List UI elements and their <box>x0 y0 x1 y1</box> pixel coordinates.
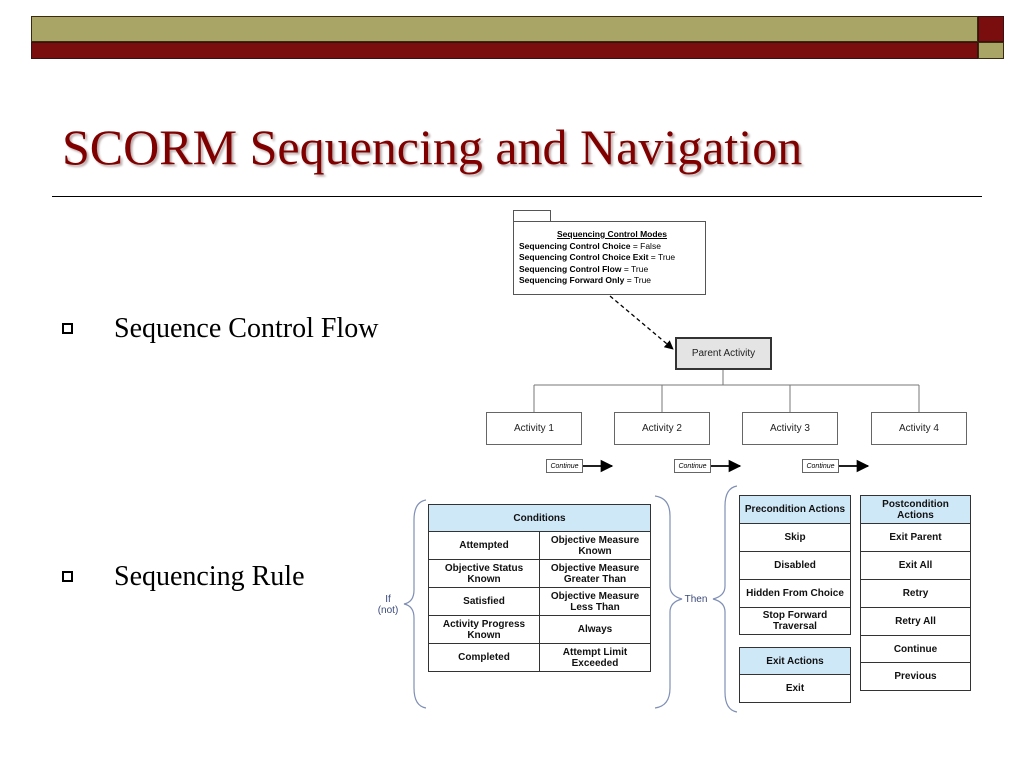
control-mode-line: Sequencing Control Choice Exit = True <box>519 252 705 264</box>
condition-cell: Always <box>540 616 650 644</box>
control-mode-value: = True <box>648 252 676 262</box>
control-mode-label: Sequencing Control Flow <box>519 263 622 274</box>
conditions-header: Conditions <box>429 505 650 532</box>
header-band-olive <box>31 16 978 42</box>
postcondition-actions-header: Postcondition Actions <box>861 496 970 524</box>
control-mode-value: = True <box>624 275 652 285</box>
precondition-actions-header: Precondition Actions <box>740 496 850 524</box>
control-modes-box: Sequencing Control Modes Sequencing Cont… <box>513 221 706 295</box>
if-not-label: If (not) <box>370 594 406 616</box>
control-mode-line: Sequencing Control Choice = False <box>519 241 705 253</box>
continue-request-tag: Continue <box>674 459 711 473</box>
condition-cell: Objective Measure Known <box>540 532 650 560</box>
exit-actions-header: Exit Actions <box>740 648 850 675</box>
precondition-action-cell: Skip <box>740 524 850 552</box>
control-mode-value: = False <box>630 240 661 251</box>
condition-cell: Objective Measure Greater Than <box>540 560 650 588</box>
activity-node: Activity 4 <box>871 412 967 445</box>
header-corner-square-olive <box>978 42 1004 59</box>
postcondition-actions-table: Postcondition Actions Exit Parent Exit A… <box>860 495 971 691</box>
precondition-actions-table: Precondition Actions Skip Disabled Hidde… <box>739 495 851 635</box>
condition-cell: Activity Progress Known <box>429 616 540 644</box>
postcondition-action-cell: Exit All <box>861 552 970 580</box>
control-mode-line: Sequencing Control Flow = True <box>519 264 705 276</box>
control-mode-label: Sequencing Control Choice Exit <box>519 252 649 262</box>
activity-node: Activity 3 <box>742 412 838 445</box>
postcondition-action-cell: Previous <box>894 671 937 682</box>
slide-title: SCORM Sequencing and Navigation <box>62 119 803 175</box>
actions-left-brace <box>712 485 738 713</box>
continue-request-tag: Continue <box>546 459 583 473</box>
precondition-action-cell: Hidden From Choice <box>740 580 850 608</box>
header-corner-square-maroon <box>978 16 1004 42</box>
title-underline <box>52 196 982 197</box>
exit-action-cell: Exit <box>785 683 805 694</box>
parent-activity-node: Parent Activity <box>675 337 772 370</box>
then-right-brace <box>654 495 683 709</box>
condition-cell: Objective Status Known <box>429 560 540 588</box>
condition-cell: Satisfied <box>429 588 540 616</box>
continue-request-tag: Continue <box>802 459 839 473</box>
postcondition-action-cell: Retry <box>861 580 970 608</box>
activity-node: Activity 1 <box>486 412 582 445</box>
exit-actions-table: Exit Actions Exit <box>739 647 851 703</box>
modes-box-tab <box>513 210 551 222</box>
precondition-action-cell: Stop Forward Traversal <box>762 610 828 632</box>
control-mode-label: Sequencing Forward Only <box>519 275 625 285</box>
conditions-table: Conditions Attempted Objective Measure K… <box>428 504 651 672</box>
postcondition-action-cell: Exit Parent <box>861 524 970 552</box>
control-modes-heading: Sequencing Control Modes <box>556 229 668 239</box>
control-mode-value: = True <box>621 263 649 274</box>
then-label: Then <box>684 594 708 605</box>
postcondition-action-cell: Continue <box>861 636 970 663</box>
precondition-action-cell: Disabled <box>740 552 850 580</box>
modes-to-parent-arrow <box>609 295 674 350</box>
activity-node: Activity 2 <box>614 412 710 445</box>
if-left-brace <box>403 499 427 709</box>
hollow-square-bullet-icon <box>62 323 73 334</box>
bullet-text: Sequence Control Flow <box>114 313 379 344</box>
control-mode-line: Sequencing Forward Only = True <box>519 275 705 287</box>
if-label: If <box>385 594 391 605</box>
not-label: (not) <box>377 605 399 616</box>
hollow-square-bullet-icon <box>62 571 73 582</box>
condition-cell: Attempted <box>429 532 540 560</box>
control-mode-label: Sequencing Control Choice <box>519 240 631 251</box>
bullet-text: Sequencing Rule <box>114 561 305 592</box>
postcondition-action-cell: Retry All <box>861 608 970 636</box>
condition-cell: Attempt Limit Exceeded <box>562 646 628 669</box>
header-band-maroon <box>31 42 978 59</box>
condition-cell: Objective Measure Less Than <box>540 588 650 616</box>
condition-cell: Completed <box>429 644 540 671</box>
